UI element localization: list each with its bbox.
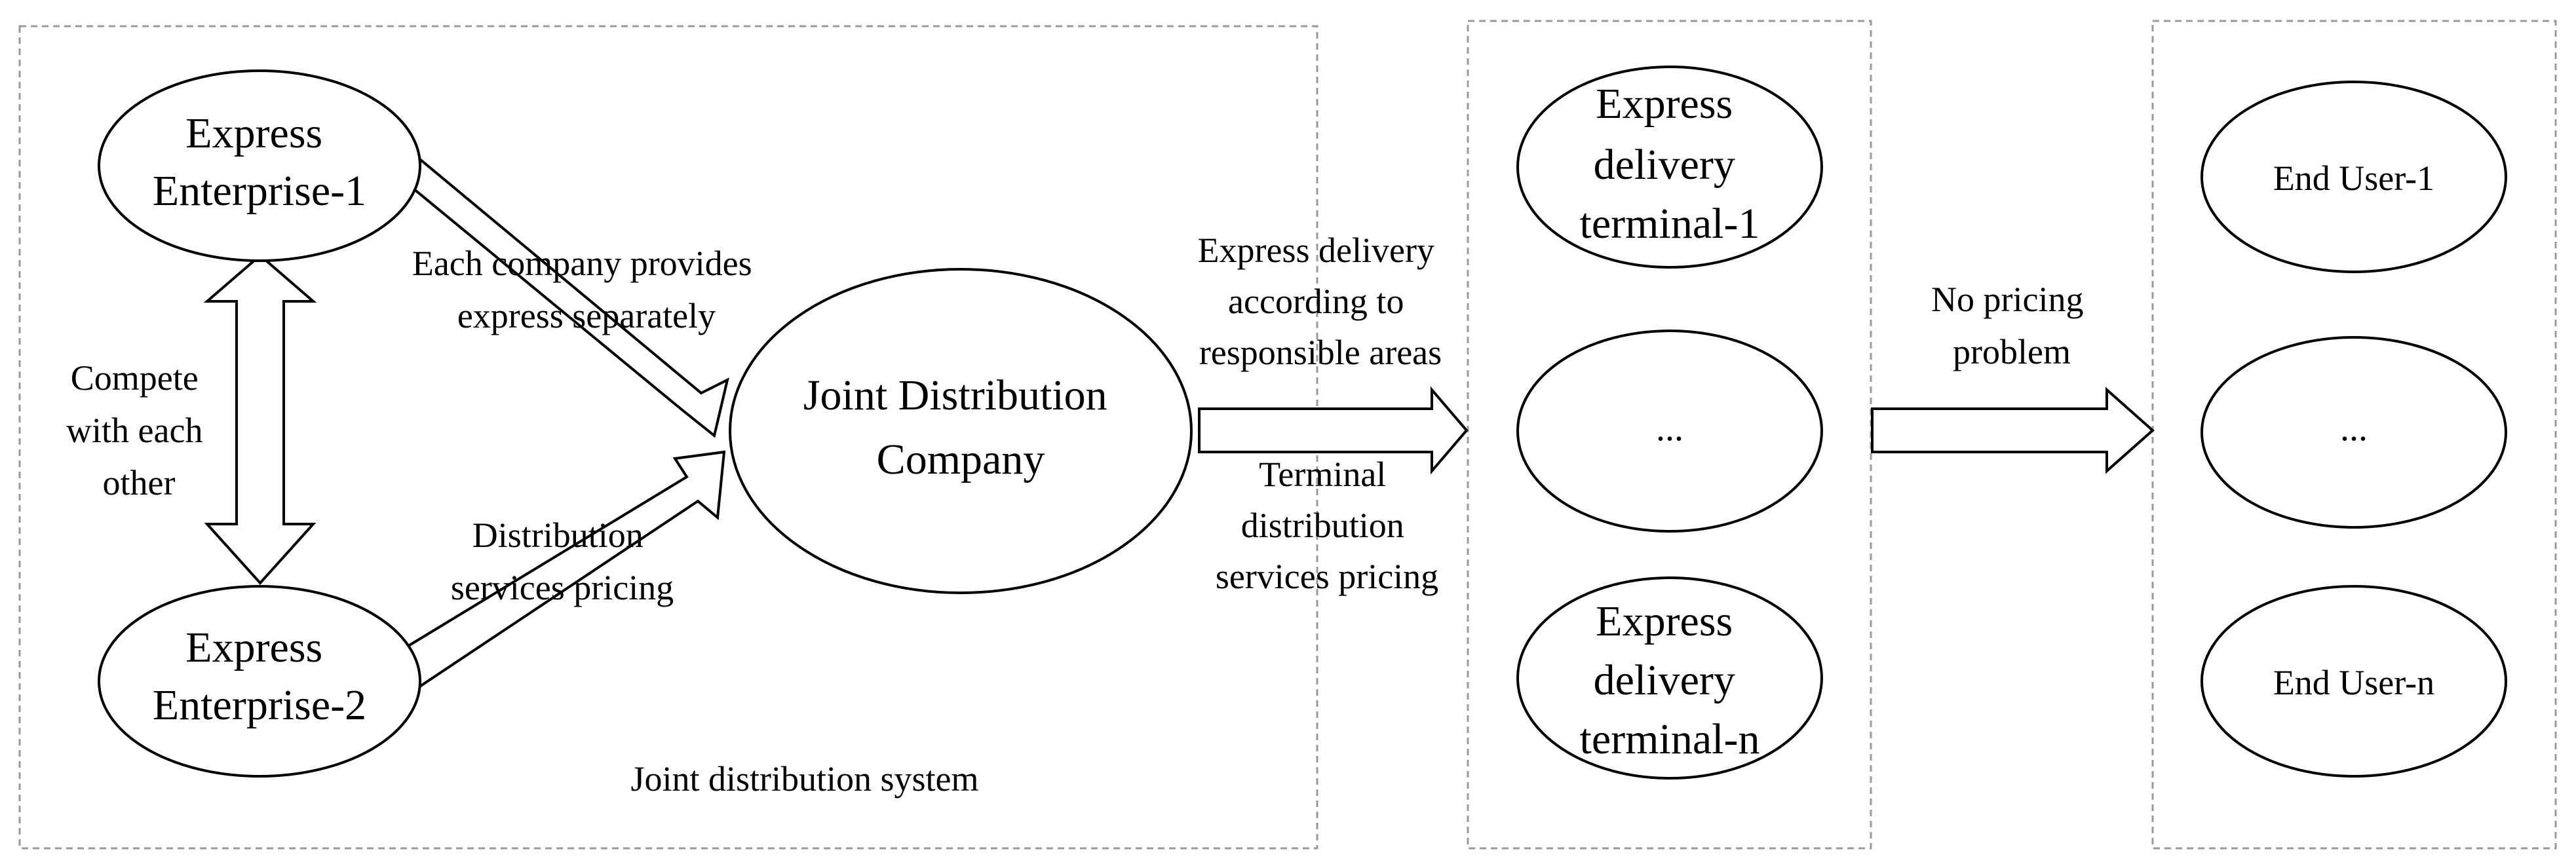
arrow-enterprise-1-to-company (394, 147, 729, 438)
end-user-1-label: End User-1 (2273, 159, 2434, 198)
express-enterprise-2-node (98, 585, 421, 778)
express-terminal-n-node (1516, 576, 1823, 780)
joint-distribution-company-label: Joint Distribution Company (803, 371, 1118, 483)
express-enterprise-1-node (98, 69, 421, 262)
end-user-n-label: End User-n (2273, 663, 2434, 702)
joint-distribution-system-caption: Joint distribution system (630, 759, 978, 799)
no-pricing-label: No pricing problem (1931, 280, 2092, 371)
each-company-label: Each company provides express separately (412, 244, 761, 335)
arrow-terminals-to-users (1871, 386, 2155, 474)
express-enterprise-1-label: Express Enterprise-1 (153, 109, 366, 215)
end-user-mid-label: ... (2340, 408, 2368, 449)
express-terminal-n-label: Express delivery terminal-n (1580, 597, 1760, 763)
compete-label: Compete with each other (66, 358, 212, 502)
express-delivery-label: Express delivery according to responsibl… (1198, 231, 1444, 372)
express-terminal-1-node (1516, 66, 1823, 269)
compete-double-arrow (203, 254, 317, 585)
end-user-n-node (2201, 585, 2507, 778)
end-users-box (2151, 20, 2557, 850)
express-terminal-mid-node (1516, 329, 1823, 533)
arrow-company-to-terminals (1198, 386, 1469, 475)
distribution-pricing-label: Distribution services pricing (451, 516, 674, 607)
express-terminal-1-label: Express delivery terminal-1 (1580, 80, 1760, 248)
express-terminal-mid-label: ... (1656, 408, 1683, 449)
joint-distribution-company-node (729, 268, 1193, 594)
express-enterprise-2-label: Express Enterprise-2 (153, 624, 366, 729)
arrow-enterprise-2-to-company (391, 450, 726, 700)
end-user-mid-node (2201, 336, 2507, 529)
terminal-pricing-label: Terminal distribution services pricing (1216, 455, 1438, 596)
end-user-1-node (2201, 81, 2507, 273)
